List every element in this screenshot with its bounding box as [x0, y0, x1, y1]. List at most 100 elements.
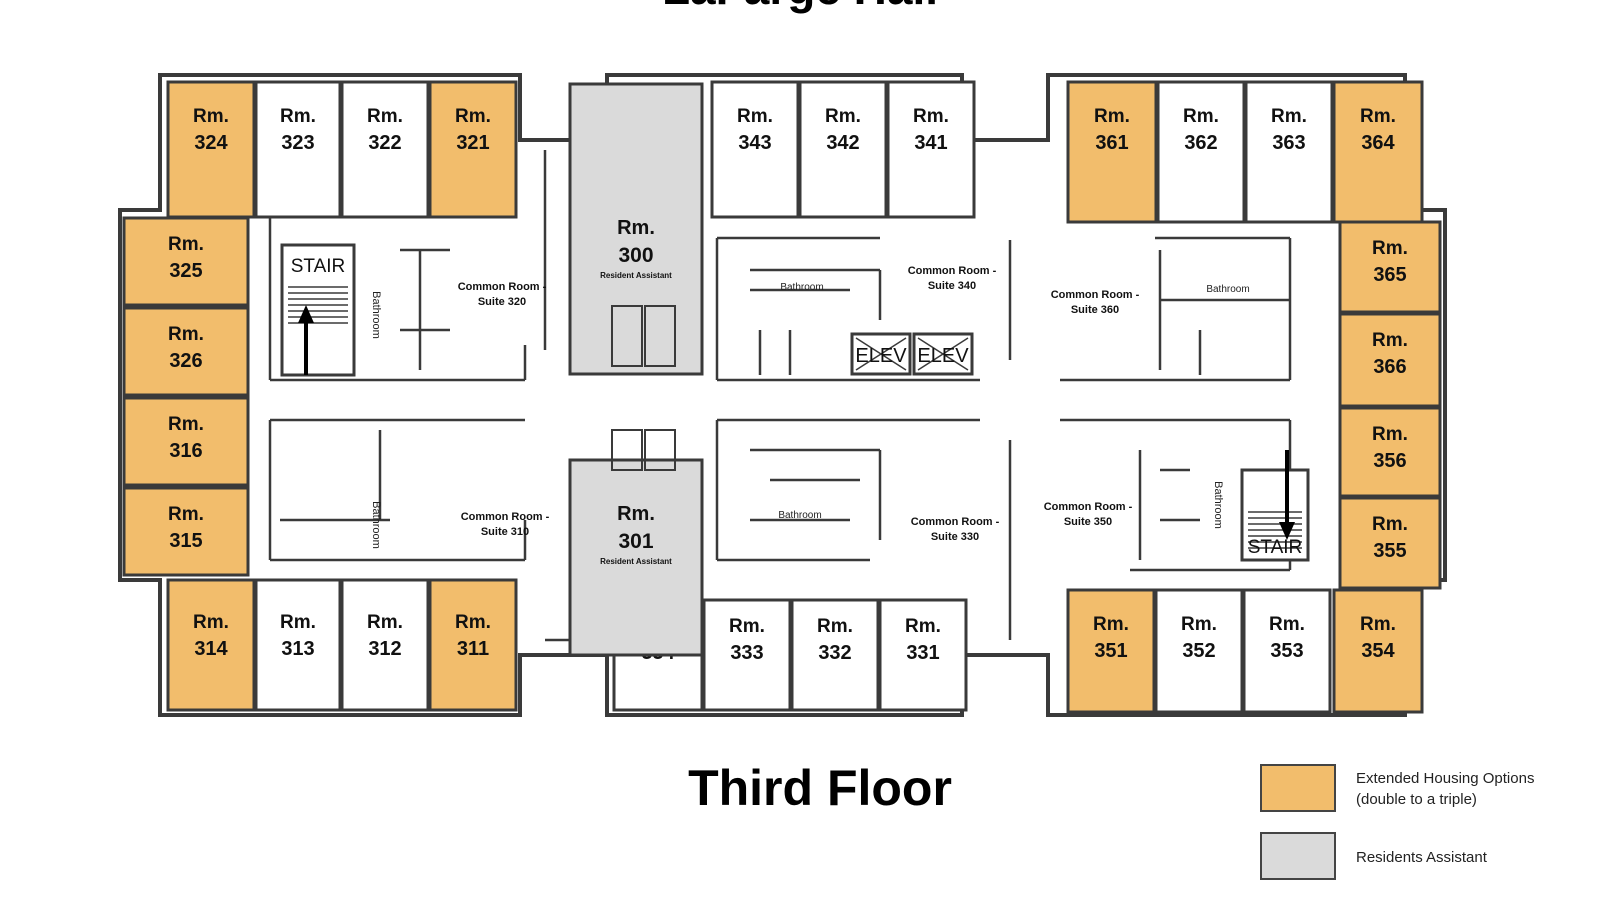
room-332-fill: [790, 598, 880, 712]
elevator-2-label: ELEV: [917, 345, 969, 367]
room-321: Rm.321: [428, 80, 518, 219]
room-356: Rm. 356: [1338, 406, 1442, 498]
room-322-prefix: Rm.: [367, 106, 403, 127]
bathroom-4-label: Bathroom: [370, 501, 382, 549]
room-333-prefix: Rm.: [729, 616, 765, 637]
room-363-number: 363: [1272, 132, 1305, 154]
room-301-subtitle: Resident Assistant: [600, 557, 672, 566]
room-313-prefix: Rm.: [280, 612, 316, 633]
room-316: Rm.316: [122, 396, 250, 487]
room-353: Rm. 353: [1242, 588, 1332, 714]
stair-east-box: [1240, 468, 1310, 562]
room-314-number: 314: [194, 638, 228, 660]
ra-closet: [644, 305, 676, 367]
room-321-prefix: Rm.: [455, 106, 491, 127]
room-314-fill: [166, 578, 256, 712]
room-356-number: 356: [1373, 450, 1406, 472]
stair-west: STAIR: [280, 243, 356, 377]
ra-closet: [611, 429, 643, 471]
stair-east-label: STAIR: [1248, 537, 1303, 558]
room-361-number: 361: [1095, 132, 1128, 154]
room-315: Rm.315: [122, 486, 250, 577]
room-362-prefix: Rm.: [1183, 106, 1219, 127]
room-315-prefix: Rm.: [168, 504, 204, 525]
common-room-1-suite: Suite 320: [478, 296, 526, 308]
common-room-2-suite: Suite 340: [928, 280, 976, 292]
room-365-fill: [1338, 220, 1442, 314]
room-356-prefix: Rm.: [1372, 424, 1408, 445]
room-364-prefix: Rm.: [1360, 106, 1396, 127]
room-365-prefix: Rm.: [1372, 238, 1408, 259]
room-354: Rm.354: [1332, 588, 1424, 714]
room-352-fill: [1154, 588, 1244, 714]
stair-west-label: STAIR: [291, 256, 346, 277]
room-312: Rm.312: [340, 578, 430, 712]
room-343-number: 343: [738, 132, 771, 154]
common-room-3-suite: Suite 360: [1071, 304, 1119, 316]
room-301-fill: [568, 458, 704, 657]
room-355-number: 355: [1373, 540, 1406, 562]
room-315-fill: [122, 486, 250, 577]
room-326-number: 326: [169, 350, 202, 372]
room-354-fill: [1332, 588, 1424, 714]
room-300-prefix: Rm.: [617, 217, 655, 239]
elevator-2: ELEV: [912, 332, 974, 376]
room-331-prefix: Rm.: [905, 616, 941, 637]
room-332-number: 332: [818, 642, 851, 664]
room-342-fill: [798, 80, 888, 219]
room-365-number: 365: [1373, 264, 1406, 286]
room-342-number: 342: [826, 132, 859, 154]
room-366: Rm.366: [1338, 312, 1442, 408]
room-323-number: 323: [281, 132, 314, 154]
room-341-number: 341: [914, 132, 947, 154]
room-312-number: 312: [368, 638, 401, 660]
room-331-fill: [878, 598, 968, 712]
room-314-prefix: Rm.: [193, 612, 229, 633]
common-room-3-label: Common Room -: [1051, 289, 1140, 301]
room-343-prefix: Rm.: [737, 106, 773, 127]
room-341-prefix: Rm.: [913, 106, 949, 127]
room-324-prefix: Rm.: [193, 106, 229, 127]
room-361-fill: [1066, 80, 1158, 224]
legend-swatch-extended: [1260, 764, 1336, 812]
legend-swatch-ra: [1260, 832, 1336, 880]
room-322-number: 322: [368, 132, 401, 154]
room-311: Rm.311: [428, 578, 518, 712]
room-331: Rm. 331: [878, 598, 968, 712]
room-312-fill: [340, 578, 430, 712]
room-316-number: 316: [169, 440, 202, 462]
room-363-fill: [1244, 80, 1334, 224]
room-342: Rm.342: [798, 80, 888, 219]
room-311-number: 311: [457, 638, 489, 660]
stair-west-arrowhead: [298, 305, 314, 323]
common-room-1-label: Common Room -: [458, 281, 547, 293]
room-322-fill: [340, 80, 430, 219]
room-322: Rm. 322: [340, 80, 430, 219]
room-331-number: 331: [906, 642, 939, 664]
room-355-fill: [1338, 496, 1442, 590]
room-333-number: 333: [730, 642, 763, 664]
room-323-prefix: Rm.: [280, 106, 316, 127]
room-325-prefix: Rm.: [168, 234, 204, 255]
room-301-number: 301: [618, 530, 653, 553]
room-353-prefix: Rm.: [1269, 614, 1305, 635]
room-353-fill: [1242, 588, 1332, 714]
legend-label-extended: Extended Housing Options (double to a tr…: [1356, 768, 1596, 810]
room-311-fill: [428, 578, 518, 712]
room-352-prefix: Rm.: [1181, 614, 1217, 635]
room-316-fill: [122, 396, 250, 487]
room-353-number: 353: [1270, 640, 1303, 662]
legend-line2-extended: (double to a triple): [1356, 791, 1477, 808]
room-323: Rm. 323: [254, 80, 342, 219]
floor-title: Third Floor: [688, 760, 952, 816]
room-366-fill: [1338, 312, 1442, 408]
building-title: LaFarge Hall: [600, 0, 1000, 16]
room-333-fill: [702, 598, 792, 712]
building-outline: [118, 73, 1447, 717]
room-361-prefix: Rm.: [1094, 106, 1130, 127]
room-351-prefix: Rm.: [1093, 614, 1129, 635]
room-364-fill: [1332, 80, 1424, 224]
stair-west-box: [280, 243, 356, 377]
